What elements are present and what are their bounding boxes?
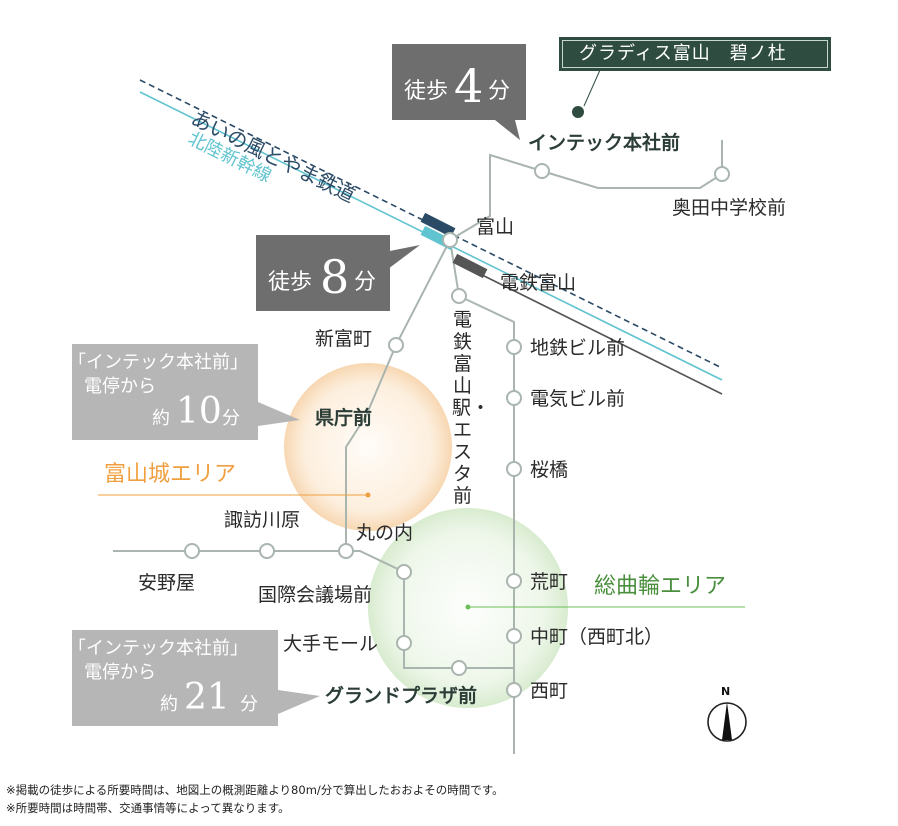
stop-marunouchi <box>338 543 354 559</box>
compass-north-label: N <box>721 685 731 698</box>
footnote-walk-time: ※掲載の徒歩による所要時間は、地図上の概測距離より80m/分で算出したおおよその… <box>6 783 504 797</box>
property-location-marker <box>572 106 584 118</box>
stop-chitetsu <box>506 339 522 355</box>
stop-yasunoya <box>184 543 200 559</box>
chitetsu-line <box>455 261 723 395</box>
walk-8-number: 8 <box>320 250 350 304</box>
stop-nakamachi <box>506 628 522 644</box>
stop-suwagawara <box>259 543 275 559</box>
tram-21-suffix: 分 <box>240 694 258 715</box>
toyama-station-block-dark <box>420 212 456 238</box>
tram-21-number: 21 <box>184 677 230 718</box>
tram-21min-note: 「インテック本社前」 電停から 約 21 分 <box>68 630 278 726</box>
walk-4-prefix: 徒歩 <box>404 79 449 104</box>
tram-21-line1: 「インテック本社前」 <box>68 638 248 659</box>
sogawa-area-dot <box>465 604 471 610</box>
tram-10-line2: 電停から <box>84 376 156 397</box>
station-kokusai-kaigijo-mae: 国際会議場前 <box>258 584 373 606</box>
walk-8-prefix: 徒歩 <box>268 270 313 295</box>
station-shintomicho: 新富町 <box>315 328 373 350</box>
tram-10min-note: 「インテック本社前」 電停から 約 10 分 <box>68 344 258 440</box>
stop-ote-mall <box>396 635 412 651</box>
stop-intec <box>534 163 550 179</box>
stop-kokusai <box>396 564 412 580</box>
station-okuda-chugakko-mae: 奥田中学校前 <box>672 197 787 219</box>
walk-8min-badge: 徒歩 8 分 <box>256 235 390 311</box>
property-marker-line <box>583 69 601 107</box>
north-compass-icon <box>707 702 747 742</box>
station-intec-honsha-mae: インテック本社前 <box>528 132 681 154</box>
walk4-badge-tail <box>495 120 520 140</box>
property-name-box-inner-border <box>562 40 828 68</box>
stop-okuda <box>714 166 730 182</box>
property-name-box: グラディス富山 碧ノ杜 <box>559 37 831 71</box>
station-kencho-mae: 県庁前 <box>315 407 373 429</box>
station-sakurabashi: 桜橋 <box>530 459 569 481</box>
tram-10-line1: 「インテック本社前」 <box>68 352 248 373</box>
station-marunouchi: 丸の内 <box>356 522 414 544</box>
station-toyama: 富山 <box>476 216 515 238</box>
castle-area-dot <box>365 492 371 498</box>
tram10-note-tail <box>258 402 300 426</box>
station-denki-biru-mae: 電気ビル前 <box>530 388 626 410</box>
walk-8-suffix: 分 <box>354 270 377 295</box>
toyama-castle-area-label: 富山城エリア <box>104 462 237 487</box>
walk-4-suffix: 分 <box>488 79 511 104</box>
station-ote-mall: 大手モール <box>283 633 379 655</box>
tram-10-suffix: 分 <box>222 408 240 429</box>
stop-sakurabashi <box>506 461 522 477</box>
station-grand-plaza-mae: グランドプラザ前 <box>325 685 478 707</box>
stop-aramachi <box>506 573 522 589</box>
walk8-badge-tail <box>380 245 420 275</box>
station-yasunoya: 安野屋 <box>138 572 196 594</box>
station-chitetsu-biru-mae: 地鉄ビル前 <box>530 337 626 359</box>
tram-10-number: 10 <box>176 391 222 432</box>
stop-esuta <box>451 288 467 304</box>
station-nakamachi: 中町（西町北） <box>530 626 664 648</box>
toyama-castle-area-circle <box>284 363 452 531</box>
station-nishicho: 西町 <box>530 680 569 702</box>
stop-denki <box>506 390 522 406</box>
station-aramachi: 荒町 <box>530 571 569 593</box>
tram21-note-tail <box>278 690 320 714</box>
station-esuta-mae: 電鉄富山駅・エスタ前 <box>452 309 491 507</box>
stop-toyama <box>442 232 458 248</box>
stop-shintomicho <box>388 337 404 353</box>
footnote-traffic: ※所要時間は時間帯、交通事情等によって異なります。 <box>6 801 290 815</box>
tram-21-prefix: 約 <box>160 694 178 715</box>
property-name: グラディス富山 碧ノ杜 <box>579 43 787 64</box>
tram-10-prefix: 約 <box>152 408 170 429</box>
stop-grand-plaza <box>451 660 467 676</box>
station-dentetsu-toyama: 電鉄富山 <box>500 272 577 294</box>
dentetsu-station-block <box>452 253 488 279</box>
stop-nishicho <box>506 682 522 698</box>
station-suwagawara: 諏訪川原 <box>224 509 301 531</box>
walk-4min-badge: 徒歩 4 分 <box>392 44 526 120</box>
tram-21-line2: 電停から <box>84 662 156 683</box>
walk-4-number: 4 <box>454 59 484 113</box>
tram-stops <box>184 163 730 698</box>
sogawa-area-label: 総曲輪エリア <box>594 574 727 599</box>
